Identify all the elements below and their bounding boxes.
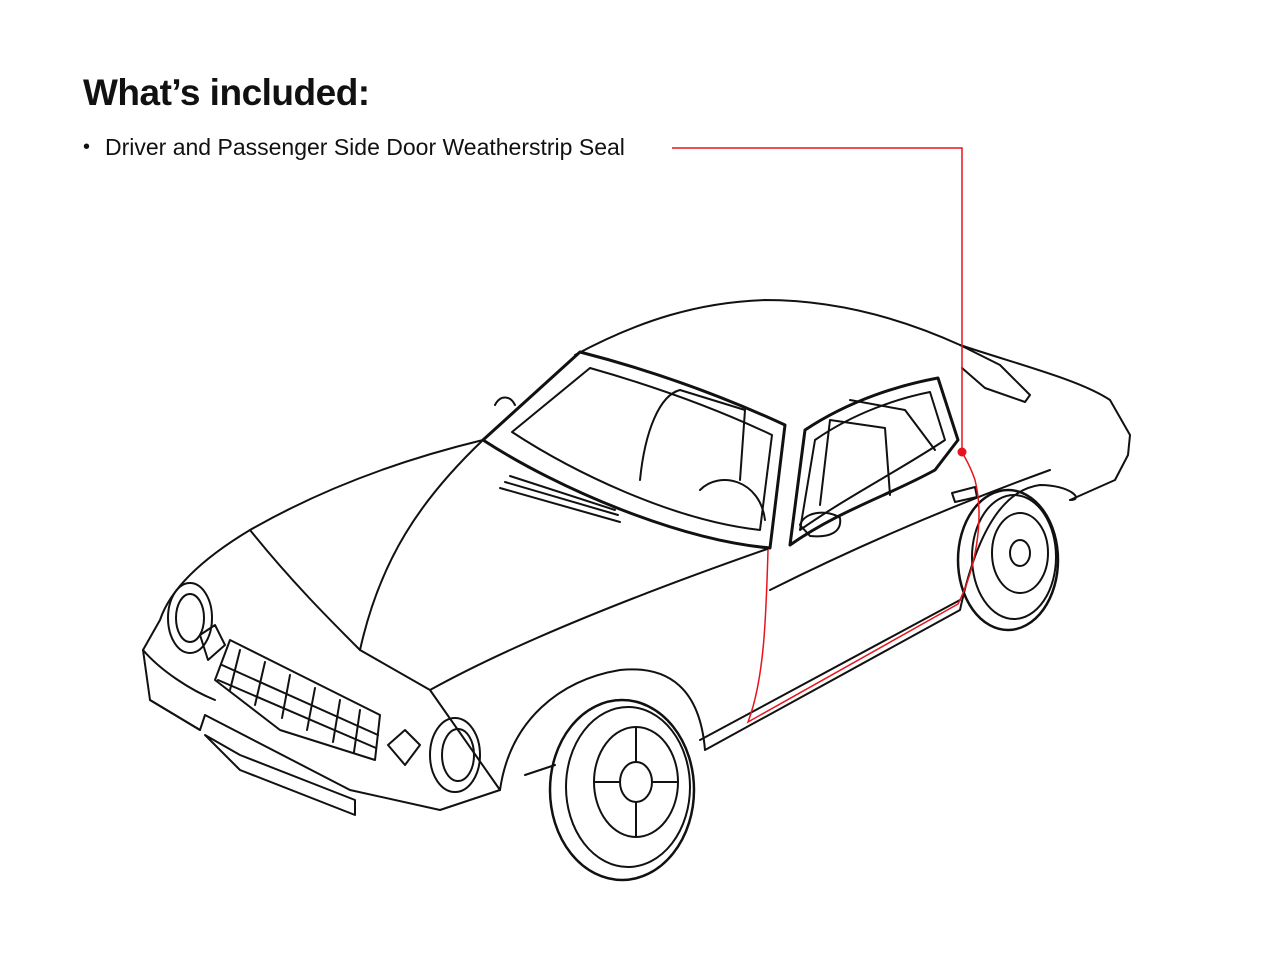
callout-dot-icon — [957, 447, 967, 457]
item-label: Driver and Passenger Side Door Weatherst… — [105, 134, 625, 160]
callout-leader-line — [672, 147, 963, 452]
weatherstrip-seal-highlight — [746, 451, 980, 724]
bullet-icon: • — [83, 136, 91, 158]
page-title: What’s included: — [83, 72, 370, 113]
list-item: • Driver and Passenger Side Door Weather… — [83, 131, 625, 163]
car-outline — [142, 299, 1131, 882]
included-items-list: • Driver and Passenger Side Door Weather… — [83, 131, 625, 163]
